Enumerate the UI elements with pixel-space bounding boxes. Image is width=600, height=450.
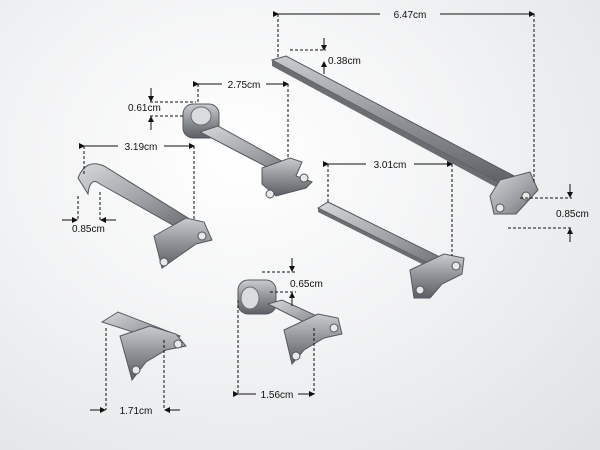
small-hinge-part bbox=[237, 279, 343, 366]
long-bar-part bbox=[270, 55, 539, 215]
long-bar-thickness-label: 0.38cm bbox=[328, 56, 361, 67]
hinge-bracket-length-label: 2.75cm bbox=[228, 80, 261, 91]
small-hinge-roll-height-label: 0.65cm bbox=[290, 279, 323, 290]
small-bracket-part bbox=[100, 311, 187, 382]
long-bar-foot-height-label: 0.85cm bbox=[556, 209, 589, 220]
flat-bracket-length-label: 3.01cm bbox=[374, 160, 407, 171]
curved-bracket-part bbox=[77, 163, 213, 269]
curved-bracket-length-label: 3.19cm bbox=[125, 142, 158, 153]
long-bar-length-label: 6.47cm bbox=[394, 10, 427, 21]
curved-bracket-height-label: 0.85cm bbox=[72, 224, 105, 235]
small-bracket-width-label: 1.71cm bbox=[120, 406, 153, 417]
flat-bracket-part bbox=[316, 201, 465, 299]
hinge-bracket-part bbox=[182, 103, 313, 199]
hinge-roll-height-label: 0.61cm bbox=[128, 103, 161, 114]
small-hinge-width-label: 1.56cm bbox=[261, 390, 294, 401]
